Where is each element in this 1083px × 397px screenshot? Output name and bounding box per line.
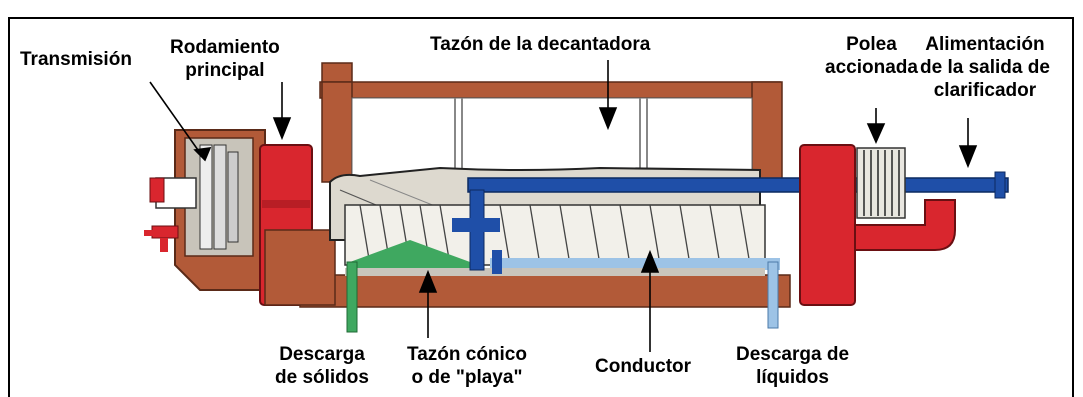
transmission-handle xyxy=(144,177,179,252)
driven-pulley xyxy=(856,147,906,219)
label-tazon-conico: Tazón cónico o de "playa" xyxy=(407,344,527,388)
label-alimentacion: Alimentación de la salida de clarificado… xyxy=(920,34,1050,101)
decanter-housing xyxy=(264,62,791,308)
label-rodamiento-principal: Rodamiento principal xyxy=(170,37,280,81)
decanter-bowl xyxy=(329,166,780,276)
label-descarga-liquidos: Descarga de líquidos xyxy=(736,344,850,388)
label-polea-accionada: Polea accionada xyxy=(825,34,918,78)
label-transmision: Transmisión xyxy=(20,49,132,70)
diagram-frame xyxy=(8,17,1074,397)
label-conductor: Conductor xyxy=(595,356,692,377)
label-descarga-solidos: Descarga de sólidos xyxy=(275,344,369,388)
right-bearing xyxy=(799,144,956,306)
transmission-housing xyxy=(155,129,266,291)
label-tazon-decantadora: Tazón de la decantadora xyxy=(430,34,651,55)
arrow-transmision xyxy=(149,81,206,161)
solids-discharge-pipe xyxy=(346,261,358,333)
liquid-discharge-pipe xyxy=(767,261,779,329)
